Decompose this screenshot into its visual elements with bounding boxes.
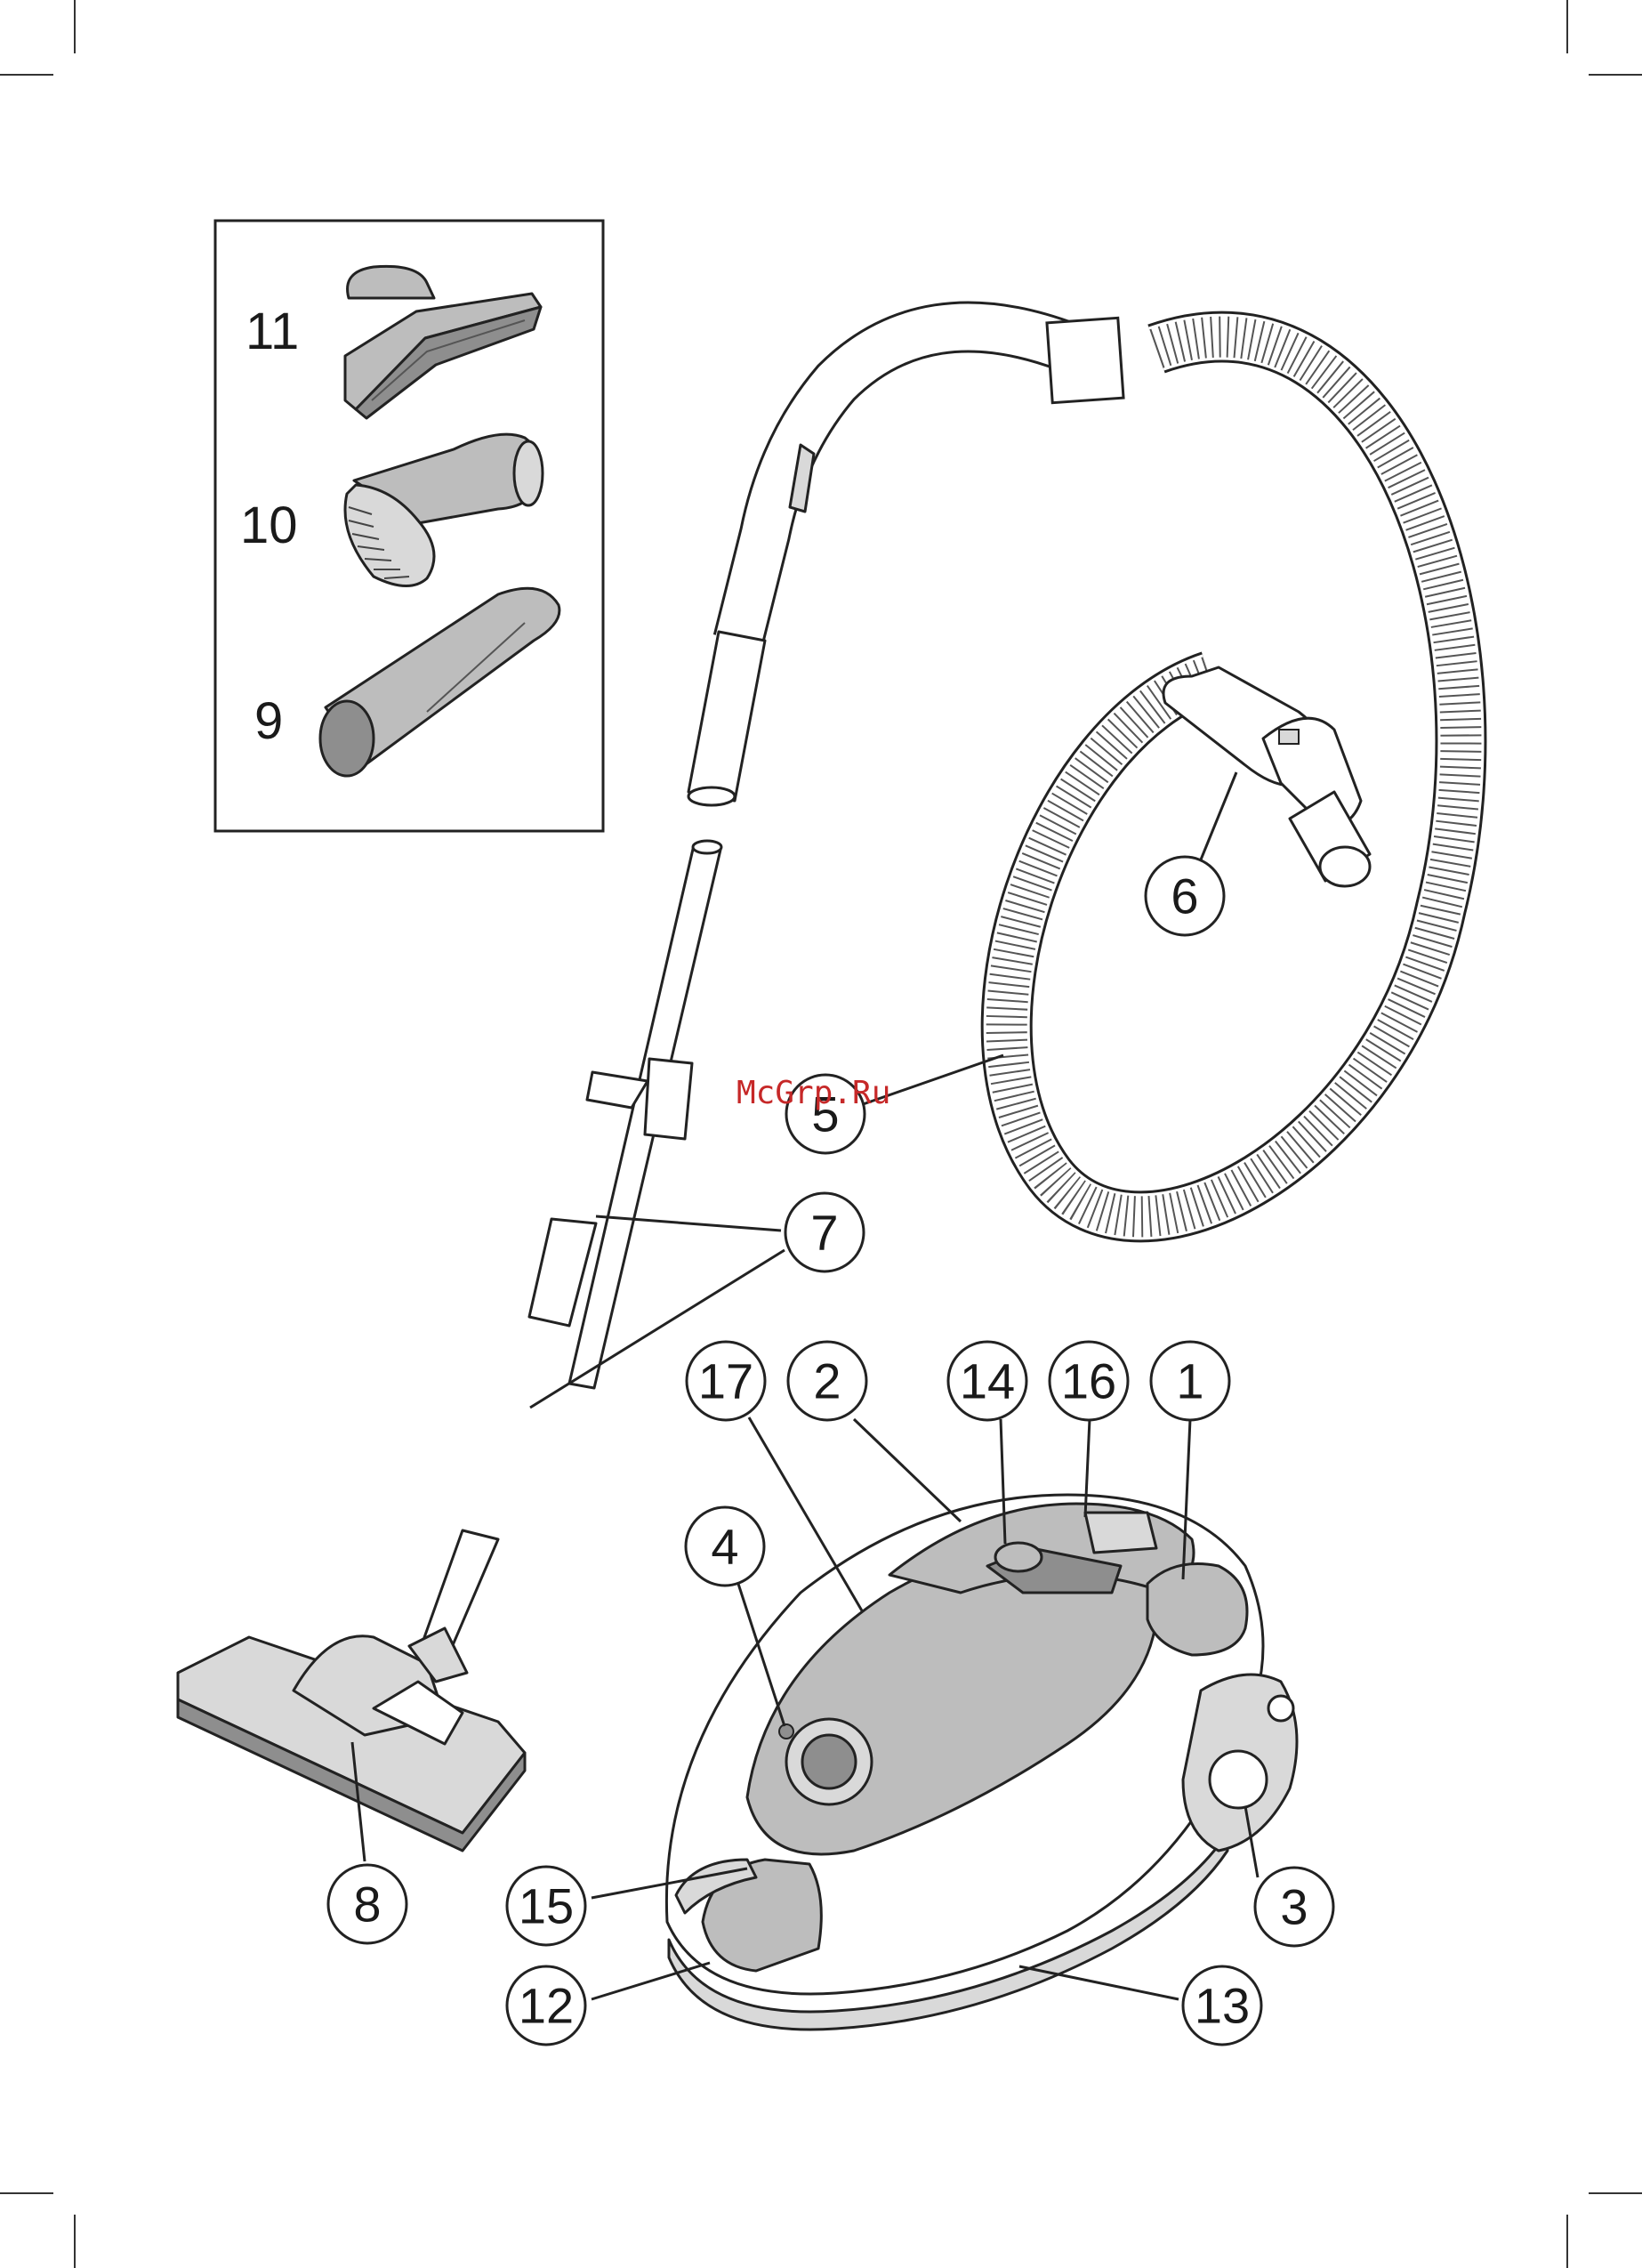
telescopic-tube [418, 841, 721, 1664]
callout-6: 6 [1146, 857, 1224, 935]
upholstery-nozzle [345, 266, 541, 418]
callout-17: 17 [687, 1342, 765, 1420]
vacuum-body [666, 1495, 1297, 2030]
callout-14: 14 [948, 1342, 1026, 1420]
svg-text:3: 3 [1280, 1879, 1308, 1935]
svg-text:16: 16 [1061, 1353, 1116, 1409]
svg-text:17: 17 [698, 1353, 753, 1409]
svg-text:14: 14 [960, 1353, 1015, 1409]
svg-text:8: 8 [353, 1877, 381, 1933]
svg-text:12: 12 [519, 1978, 574, 2034]
svg-text:13: 13 [1195, 1978, 1250, 2034]
svg-text:7: 7 [810, 1205, 838, 1261]
callout-3: 3 [1255, 1868, 1333, 1946]
accessory-box: 11 10 9 [215, 221, 603, 831]
svg-text:4: 4 [711, 1519, 738, 1575]
svg-text:1: 1 [1176, 1353, 1203, 1409]
floor-nozzle [178, 1628, 525, 1851]
svg-text:2: 2 [813, 1353, 841, 1409]
svg-text:15: 15 [519, 1878, 574, 1934]
label-9: 9 [254, 692, 283, 750]
crevice-tool [320, 588, 559, 776]
dusting-brush [345, 434, 543, 585]
callout-16: 16 [1050, 1342, 1128, 1420]
callout-1: 1 [1151, 1342, 1229, 1420]
callout-4: 4 [686, 1507, 764, 1586]
label-11: 11 [245, 303, 299, 360]
callout-13: 13 [1183, 1966, 1261, 2045]
callout-15: 15 [507, 1867, 585, 1945]
label-10: 10 [240, 496, 298, 554]
svg-text:6: 6 [1171, 868, 1198, 924]
callout-12: 12 [507, 1966, 585, 2045]
callout-7: 7 [785, 1193, 864, 1271]
callout-8: 8 [328, 1865, 406, 1943]
hose-handle [688, 318, 1123, 805]
hose-connector [1163, 667, 1370, 886]
watermark: McGrp.Ru [736, 1075, 890, 1111]
callout-2: 2 [788, 1342, 866, 1420]
